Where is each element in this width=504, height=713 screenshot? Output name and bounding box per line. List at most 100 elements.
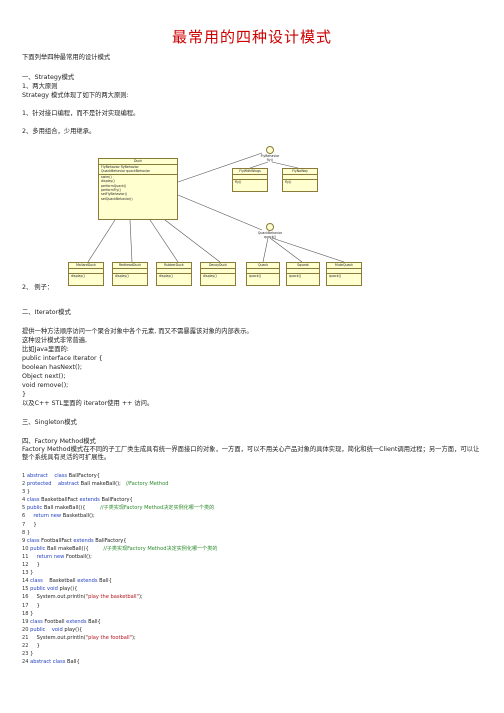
- code-line: 18 }: [22, 610, 217, 618]
- iterator-line-5: boolean hasNext();: [22, 364, 83, 371]
- code-token: 4: [22, 497, 27, 504]
- factory-heading: 四、Factory Method模式: [22, 438, 96, 445]
- iterator-heading: 二、Iterator模式: [22, 309, 71, 316]
- code-token: 6: [22, 513, 27, 520]
- code-token: extends: [77, 578, 98, 585]
- code-token: 2: [22, 481, 27, 488]
- uml-line: [271, 161, 299, 169]
- code-token: //子类实现Factory Method决定实例化哪一个类的: [85, 505, 215, 512]
- code-line: 21 System.out.println("play the football…: [22, 634, 217, 642]
- code-token: 15: [22, 586, 31, 593]
- iterator-line-3: 比如Java里面的:: [22, 346, 69, 353]
- code-token: 22: [22, 642, 31, 649]
- code-block: 1 abstract class BallFactory{2 protected…: [22, 472, 217, 666]
- interface-icon: [266, 146, 274, 154]
- code-token: 5: [22, 505, 27, 512]
- code-line: 11 return new Football();: [22, 553, 217, 561]
- uml-line: [249, 161, 269, 169]
- code-token: 3: [22, 489, 27, 496]
- uml-line: [87, 219, 116, 263]
- code-token: Ball makeBall();: [79, 481, 123, 488]
- code-token: play(){: [57, 586, 78, 593]
- code-token: FootballFact: [39, 537, 74, 544]
- code-token: protected: [26, 481, 52, 488]
- code-line: 10 public Ball makeBall(){ //子类实现Factory…: [22, 545, 217, 553]
- code-token: BallFactory{: [67, 473, 100, 479]
- code-line: 22 }: [22, 642, 217, 650]
- uml-line: [177, 194, 263, 231]
- code-token: 20: [22, 626, 31, 633]
- code-token: }: [26, 489, 31, 496]
- iterator-line-9: 以及C++ STL里面的 iterator使用 ++ 访问。: [22, 400, 154, 407]
- code-token: public: [26, 505, 43, 512]
- code-token: }: [30, 651, 34, 658]
- quack-behavior-interface: QuackBehavior quack(): [255, 223, 285, 239]
- code-token: 14: [22, 578, 31, 585]
- code-line: 23 }: [22, 650, 217, 658]
- code-token: 13: [22, 570, 31, 577]
- code-token: //子类实现Factory Method决定实例化哪一个类的: [88, 545, 218, 552]
- code-token: );: [138, 594, 143, 601]
- code-token: System.out.println(: [30, 634, 86, 641]
- squeak-class: Squeak quack(): [286, 262, 320, 286]
- mallard-duck-class: MallardDuck display(): [68, 262, 104, 286]
- code-token: //Factory Method: [122, 481, 169, 488]
- code-line: 15 public void play(){: [22, 585, 217, 593]
- code-line: 24 abstract class Ball{: [22, 658, 217, 666]
- code-token: "play the football": [85, 634, 133, 641]
- uml-line: [164, 219, 221, 263]
- code-token: public void: [30, 586, 58, 593]
- code-token: 10: [22, 545, 31, 552]
- code-token: BallFactory{: [93, 537, 127, 544]
- iterator-line-6: Object next();: [22, 373, 66, 380]
- code-token: return new: [33, 513, 62, 520]
- code-token: System.out.println(: [30, 594, 86, 601]
- uml-line: [149, 219, 179, 263]
- code-line: 5 public Ball makeBall(){ //子类实现Factory …: [22, 504, 217, 512]
- uml-line: [271, 237, 345, 263]
- decoy-duck-class: DecoyDuck display(): [200, 262, 236, 286]
- code-token: BallFactory{: [99, 497, 133, 504]
- code-token: public: [30, 545, 46, 552]
- code-token: Basketball: [42, 578, 78, 585]
- code-token: abstract: [26, 473, 48, 479]
- code-token: 24: [22, 659, 31, 666]
- interface-icon: [266, 223, 274, 231]
- code-token: class: [30, 618, 43, 625]
- code-token: 19: [22, 618, 31, 625]
- code-token: class: [54, 473, 68, 479]
- code-token: }: [30, 610, 34, 617]
- code-token: Basketball();: [61, 513, 95, 520]
- fly-behavior-interface: FlyBehavior fly(): [255, 146, 285, 162]
- code-token: extends: [79, 497, 100, 504]
- code-token: extends: [66, 618, 87, 625]
- strategy-desc: Strategy 模式体现了如下的两大原则:: [22, 92, 129, 99]
- code-token: BasketballFact: [39, 497, 80, 504]
- code-token: 17: [22, 602, 31, 609]
- uml-diagram: Duck FlyBehavior flyBehavior QuackBehavi…: [60, 146, 445, 292]
- code-token: Ball{: [86, 618, 101, 625]
- code-token: 9: [22, 537, 27, 544]
- code-line: 2 protected abstract Ball makeBall(); //…: [22, 480, 217, 488]
- quack-class: Quack quack(): [246, 262, 280, 286]
- uml-line: [262, 237, 269, 263]
- code-token: }: [30, 602, 40, 609]
- code-line: 20 public void play(){: [22, 626, 217, 634]
- code-token: }: [30, 562, 40, 569]
- code-token: }: [30, 642, 40, 649]
- code-token: play(){: [62, 626, 83, 633]
- code-line: 6 return new Basketball();: [22, 512, 217, 520]
- code-token: public: [30, 626, 46, 633]
- code-token: Ball{: [97, 578, 112, 585]
- code-line: 7 }: [22, 521, 217, 529]
- code-token: );: [132, 634, 136, 641]
- iterator-line-7: void remove();: [22, 382, 69, 389]
- code-token: }: [26, 521, 37, 528]
- fly-no-way-class: FlyNoWay fly(): [282, 168, 318, 192]
- code-line: 3 }: [22, 488, 217, 496]
- code-line: 14 class Basketball extends Ball{: [22, 577, 217, 585]
- iterator-line-1: 提供一种方法顺序访问一个聚合对象中各个元素, 而又不需暴露该对象的内部表示。: [22, 328, 253, 335]
- code-token: class: [26, 537, 40, 544]
- code-token: }: [26, 529, 31, 536]
- principle-1: 1、针对接口编程，而不是针对实现编程。: [22, 110, 140, 117]
